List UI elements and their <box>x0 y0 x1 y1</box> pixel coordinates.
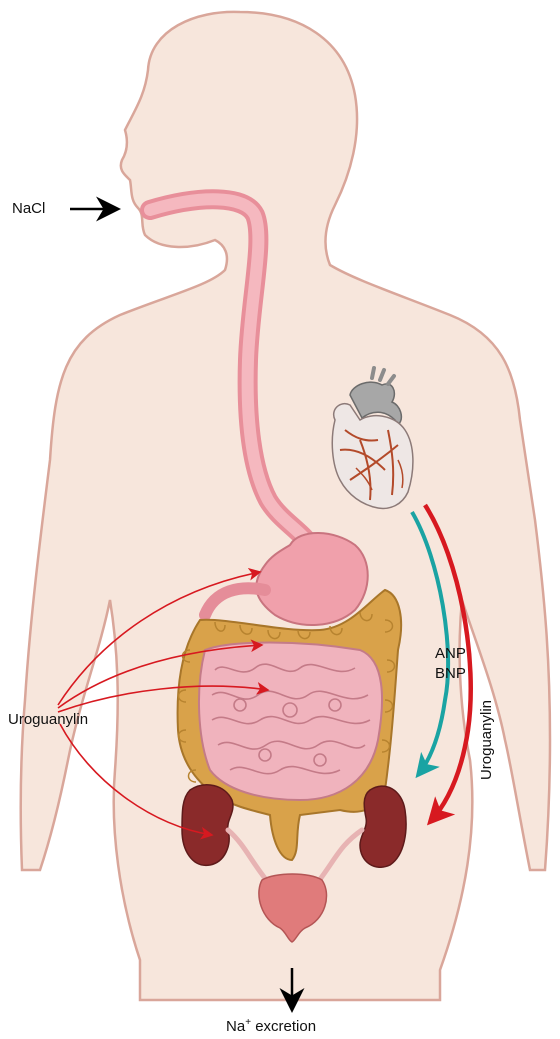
bnp-label: BNP <box>435 665 466 683</box>
kidney-left <box>182 785 233 866</box>
uroguanylin-label-left: Uroguanylin <box>8 711 88 729</box>
nacl-label: NaCl <box>12 200 45 218</box>
sodium-excretion-label: Na+ excretion <box>226 1018 316 1036</box>
excretion-prefix: Na <box>226 1018 245 1035</box>
excretion-suffix: excretion <box>251 1018 316 1035</box>
kidney-right <box>360 786 406 867</box>
anp-label: ANP <box>435 645 466 663</box>
uroguanylin-label-right: Uroguanylin <box>478 700 496 780</box>
